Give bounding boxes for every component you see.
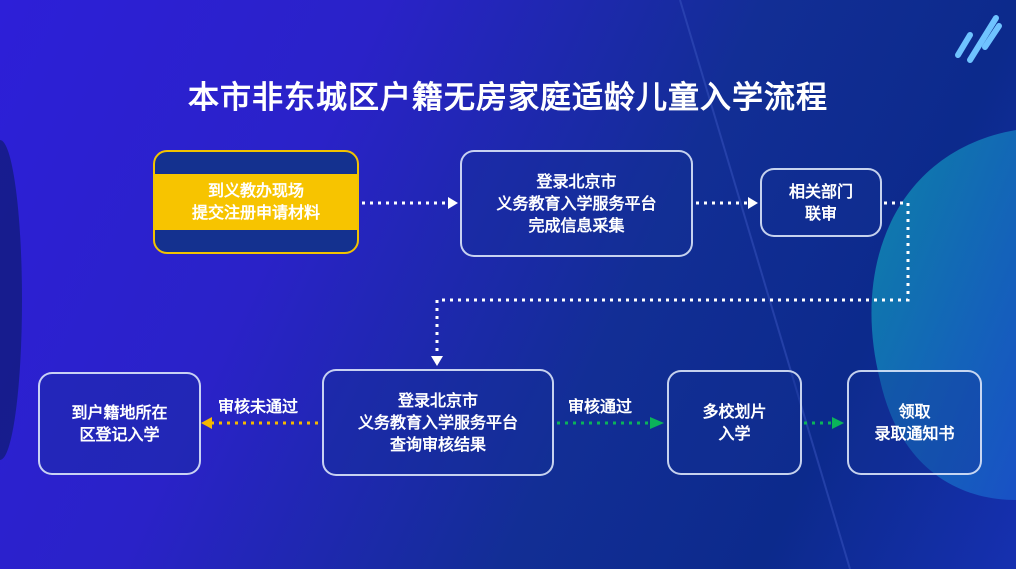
page-title: 本市非东城区户籍无房家庭适龄儿童入学流程 (188, 80, 828, 116)
step-text: 完成信息采集 (528, 215, 625, 235)
step-text: 录取通知书 (874, 423, 955, 443)
step-joint-review: 相关部门联审 (760, 168, 882, 237)
pass-label: 审核通过 (568, 397, 633, 416)
step-text: 相关部门 (788, 181, 853, 201)
step-text: 义务教育入学服务平台 (496, 193, 657, 213)
step-multi-school: 多校划片入学 (667, 370, 802, 475)
step-text: 义务教育入学服务平台 (357, 412, 518, 432)
step-collect-info: 登录北京市义务教育入学服务平台完成信息采集 (460, 150, 693, 257)
step-text: 入学 (718, 423, 751, 443)
step-text: 区登记入学 (79, 424, 160, 444)
step-admission-notice: 领取录取通知书 (847, 370, 982, 475)
step-text: 到义教办现场 (207, 181, 304, 200)
step-text: 到户籍地所在 (71, 402, 168, 422)
step-query-result: 登录北京市义务教育入学服务平台查询审核结果 (322, 369, 554, 476)
step-text: 登录北京市 (536, 171, 617, 191)
fail-label: 审核未通过 (218, 397, 299, 416)
step-text: 登录北京市 (397, 390, 478, 410)
step-text: 领取 (898, 401, 931, 421)
step-submit-materials: 到义教办现场提交注册申请材料 (153, 150, 359, 254)
arrow-review-to-query (435, 201, 910, 356)
step-text: 提交注册申请材料 (191, 203, 320, 222)
step-text: 查询审核结果 (389, 434, 486, 454)
step-text: 多校划片 (702, 401, 767, 421)
step-text: 联审 (804, 203, 837, 223)
slash-logo-icon (955, 15, 1002, 63)
step-register-locally: 到户籍地所在区登记入学 (38, 372, 201, 475)
